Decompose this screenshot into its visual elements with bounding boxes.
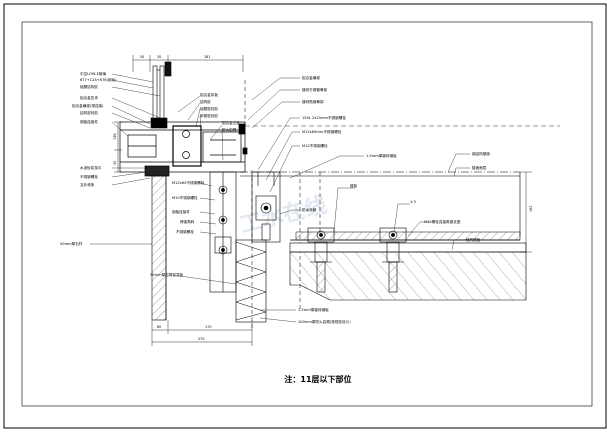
insulation-wool <box>235 239 267 323</box>
dim-bottom-a: 60 <box>157 325 161 329</box>
leader-lines <box>90 73 470 323</box>
label-ur-5: M12不锈钢螺栓 <box>302 143 328 148</box>
drawing-border <box>3 3 607 429</box>
left-labels: 中空LOW-E玻璃 6T7+12A+6T6(钢化) 硅酮结构胶 铝合金压块 铝合… <box>60 71 117 246</box>
right-labels: 钢结构楼面 楼面面层 楼板 1:3 M12螺栓连接角钢支座 结构楼板 <box>350 151 490 242</box>
dim-right: 162 <box>529 206 533 212</box>
label-left-2: 硅酮结构胶 <box>80 84 98 89</box>
dim-left-2: 30 <box>113 161 117 165</box>
label-center-7: M10不锈钢螺栓 <box>172 195 198 200</box>
label-right-3: 1:3 <box>410 200 416 204</box>
label-ur-6: 1.5mm厚镀锌钢板 <box>366 153 397 158</box>
left-dimension <box>114 121 122 173</box>
dim-bottom-b: 170 <box>205 325 211 329</box>
steel-bracket <box>209 171 237 293</box>
dim-top-c: 181 <box>204 55 210 59</box>
label-right-2: 楼板 <box>350 183 358 188</box>
label-left-3: 铝合金压块 <box>80 95 98 100</box>
label-left-4: 铝合金横梁(带连接) <box>72 103 104 108</box>
drawing-note: 注：11层以下部位 <box>284 374 351 384</box>
label-left-10: 50mm厚石材 <box>60 241 83 246</box>
slab-anchor-right <box>379 227 407 293</box>
label-ur-0: 铝合金横梁 <box>302 75 320 80</box>
watermark: 工水在线 <box>237 192 329 239</box>
label-bottom-0: 50mm厚岩棉保温板 <box>150 272 184 277</box>
label-right-0: 钢结构楼面 <box>472 151 490 156</box>
label-center-5: 防火岩棉 <box>222 127 237 132</box>
label-right-4: M12螺栓连接角钢支座 <box>424 219 461 224</box>
structural-dash-lines <box>244 80 321 330</box>
dim-top-b: 30 <box>157 55 161 59</box>
label-ur-4: M12x65mm不锈钢螺栓 <box>302 129 342 134</box>
label-center-8: 钢板连接件 <box>172 209 190 214</box>
dim-left: 138 <box>113 134 117 140</box>
label-bottom-2: 100mm厚防火岩棉(按规范设计) <box>298 319 351 324</box>
glass-unit <box>150 61 172 129</box>
label-ur-3: 150L 2x25mm不锈钢螺栓 <box>302 115 346 120</box>
transom-assembly <box>119 121 248 177</box>
label-left-7: 水泥砂浆找平 <box>80 165 102 170</box>
upper-right-labels: 铝合金横梁 镀锌方钢管骨架 镀锌角钢骨架 150L 2x25mm不锈钢螺栓 M1… <box>302 75 397 212</box>
label-bottom-1: 1.5mm厚镀锌钢板 <box>298 307 329 312</box>
dim-bottom-total: 270 <box>198 337 204 341</box>
label-left-5: 结构密封胶 <box>80 110 98 115</box>
drawing-inner-border <box>21 21 593 407</box>
label-right-5: 结构楼板 <box>466 237 481 242</box>
label-ur-1: 镀锌方钢管骨架 <box>302 87 328 92</box>
slab-anchor-left <box>307 227 335 293</box>
label-left-9: 互补滚条 <box>80 182 95 187</box>
label-left-0: 中空LOW-E玻璃 <box>80 71 106 76</box>
label-left-8: 不锈钢螺栓 <box>80 174 98 179</box>
dim-top-a: 50 <box>140 55 144 59</box>
label-center-1: 结构胶 <box>200 99 211 104</box>
label-center-4: 铝合金立柱 <box>222 120 240 125</box>
bottom-labels: 50mm厚岩棉保温板 1.5mm厚镀锌钢板 100mm厚防火岩棉(按规范设计) <box>150 272 351 324</box>
label-center-9: 焊接角码 <box>180 219 195 224</box>
label-center-0: 铝合金扣板 <box>200 92 218 97</box>
bottom-dimensions <box>151 320 253 346</box>
label-right-1: 楼面面层 <box>472 165 487 170</box>
label-left-6: 钢板连接件 <box>80 119 98 124</box>
label-center-6: M12x65不锈钢螺栓 <box>172 180 205 185</box>
top-rails <box>240 125 560 236</box>
floor-slab <box>289 239 527 301</box>
center-labels: 铝合金扣板 结构胶 硅酮密封胶 耐候密封胶 铝合金立柱 防火岩棉 M12x65不… <box>172 92 240 234</box>
label-ur-2: 镀锌角钢骨架 <box>302 99 324 104</box>
stone-panel <box>151 175 167 321</box>
label-left-1: 6T7+12A+6T6(钢化) <box>80 77 117 82</box>
label-center-2: 硅酮密封胶 <box>200 106 218 111</box>
top-dimensions <box>132 55 244 72</box>
label-ur-7: 防水涂膜 <box>302 207 317 212</box>
label-center-10: 不锈钢螺栓 <box>176 229 194 234</box>
label-center-3: 耐候密封胶 <box>200 113 218 118</box>
right-dimension <box>520 171 532 253</box>
